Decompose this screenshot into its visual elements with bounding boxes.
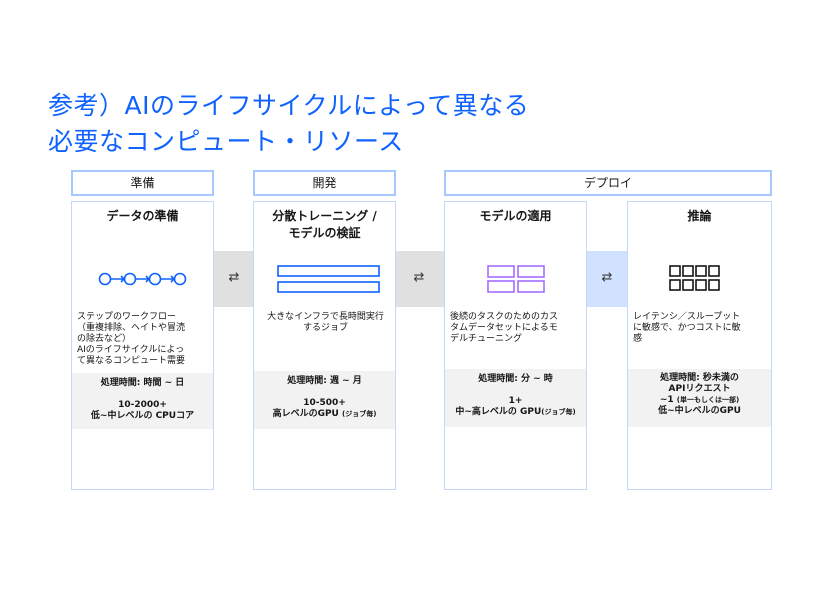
column-model-apply: モデルの適用 後続のタスクのためのカス タムデータセットによるモ デルチューニン… <box>444 201 587 490</box>
column-name: 分散トレーニング / モデルの検証 <box>272 209 377 240</box>
sync-arrows-icon: ⇄ <box>413 270 425 285</box>
resource-note: (ジョブ毎) <box>342 410 377 418</box>
header-prepare: 準備 <box>71 170 214 196</box>
column-data-prep: データの準備 ステップのワークフロー （重複排除、ヘイトや冒涜 の除去など） A… <box>71 201 214 490</box>
column-inference: 推論 レイテンシ／スループット に敏感で、かつコストに敏 感 処理時間: 秒未満… <box>627 201 772 490</box>
resource-type: 中~高レベルの GPU(ジョブ毎) <box>455 407 576 417</box>
processing-time: 処理時間: 分 ~ 時 <box>478 374 553 384</box>
column-description: 後続のタスクのためのカス タムデータセットによるモ デルチューニング <box>450 312 559 344</box>
title-line-1: 参考）AIのライフサイクルによって異なる <box>48 91 530 120</box>
column-description: レイテンシ／スループット に敏感で、かつコストに敏 感 <box>633 312 741 344</box>
column-name: 推論 <box>687 209 712 223</box>
resource-note: (単一もしくは一部) <box>676 396 740 404</box>
sync-arrows-icon: ⇄ <box>228 270 240 285</box>
resource-count: 10-500+ <box>303 398 346 408</box>
resource-note: (ジョブ毎) <box>541 408 576 416</box>
grid-4x2-icon <box>628 252 771 308</box>
resource-type: 低~中レベルのGPU <box>658 406 741 416</box>
resource-count-row: ~1 (単一もしくは一部) <box>628 395 771 406</box>
title-line-2: 必要なコンピュート・リソース <box>48 127 404 156</box>
connector-gap-1 <box>214 251 253 307</box>
processing-time: 処理時間: 秒未満の APIリクエスト <box>660 373 739 394</box>
header-develop: 開発 <box>253 170 396 196</box>
processing-time: 処理時間: 時間 ~ 日 <box>100 378 185 388</box>
processing-time: 処理時間: 週 ~ 月 <box>287 376 362 386</box>
connector-gap-2 <box>396 251 444 307</box>
resource-count: 1+ <box>508 396 523 406</box>
column-name: データの準備 <box>106 209 179 223</box>
column-training: 分散トレーニング / モデルの検証 大きなインフラで長時間実行 するジョブ 処理… <box>253 201 396 490</box>
header-deploy: デプロイ <box>444 170 772 196</box>
sync-arrows-icon: ⇄ <box>601 270 613 285</box>
column-description: ステップのワークフロー （重複排除、ヘイトや冒涜 の除去など） AIのライフサイ… <box>77 312 186 366</box>
resource-count: ~1 <box>659 395 674 405</box>
page-title: 参考）AIのライフサイクルによって異なる 必要なコンピュート・リソース <box>48 88 748 160</box>
connected-nodes-icon <box>72 252 213 308</box>
column-stats: 処理時間: 秒未満の APIリクエスト ~1 (単一もしくは一部) 低~中レベル… <box>628 369 771 427</box>
column-stats: 処理時間: 週 ~ 月 10-500+ 高レベルのGPU (ジョブ毎) <box>254 371 395 429</box>
column-name: モデルの適用 <box>479 209 552 223</box>
resource-type: 高レベルのGPU (ジョブ毎) <box>272 409 377 419</box>
column-stats: 処理時間: 時間 ~ 日 10-2000+ 低~中レベルの CPUコア <box>72 373 213 429</box>
column-description: 大きなインフラで長時間実行 するジョブ <box>267 312 384 333</box>
grid-2x2-icon <box>445 252 586 308</box>
column-stats: 処理時間: 分 ~ 時 1+ 中~高レベルの GPU(ジョブ毎) <box>445 369 586 427</box>
stacked-bars-icon <box>254 252 395 308</box>
resource-type: 低~中レベルの CPUコア <box>90 411 195 421</box>
resource-count: 10-2000+ <box>118 400 167 410</box>
